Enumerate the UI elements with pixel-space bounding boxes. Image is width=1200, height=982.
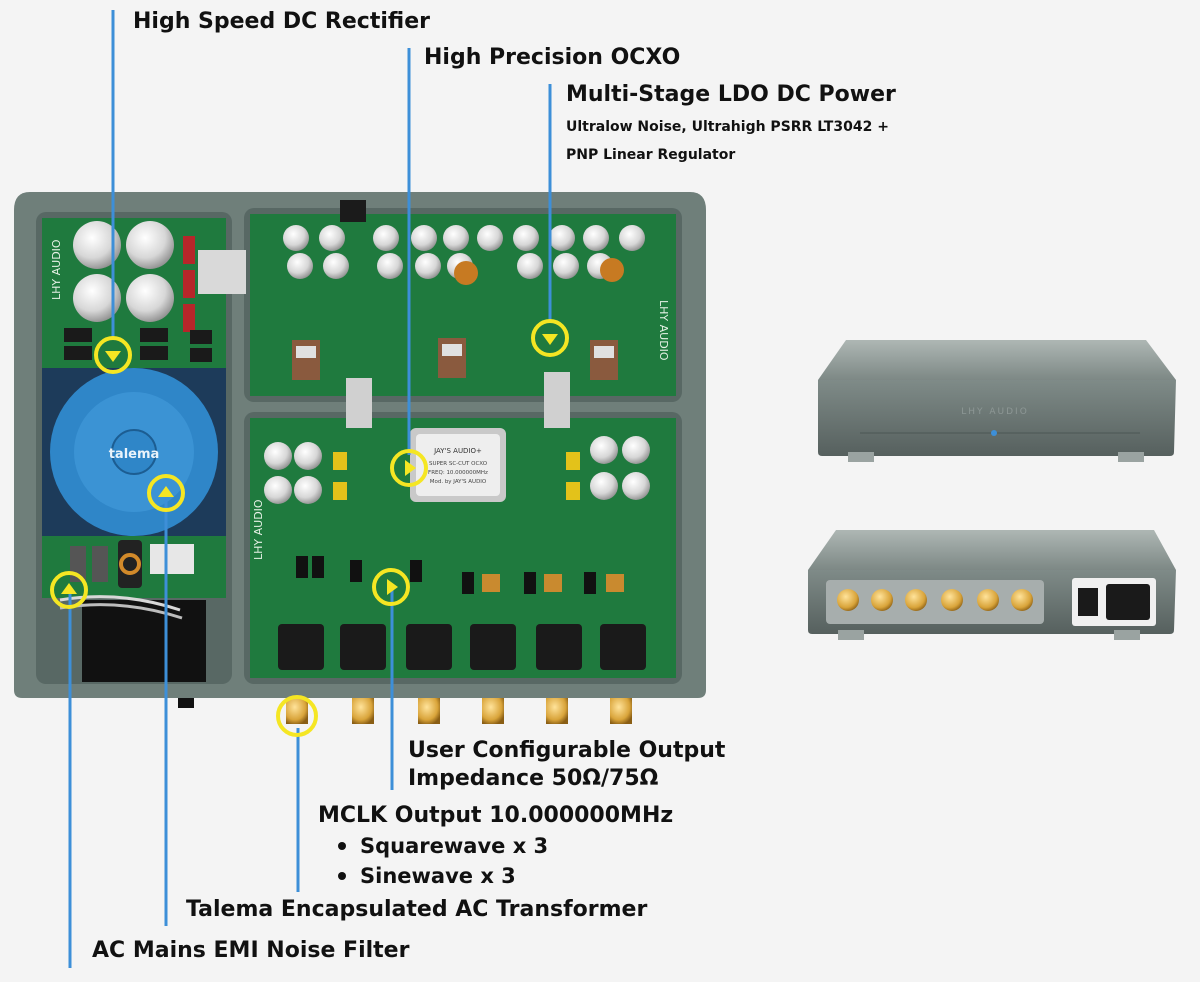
callout-ocxo: High Precision OCXO xyxy=(424,45,681,70)
ldo-capacitor-11 xyxy=(323,253,349,279)
ldo-capacitor-3 xyxy=(411,225,437,251)
ldo-capacitor-7 xyxy=(549,225,575,251)
callout-mclk-title: MCLK Output 10.000000MHz xyxy=(318,803,674,828)
svg-text:JAY'S AUDIO+: JAY'S AUDIO+ xyxy=(433,447,482,455)
ldo-capacitors xyxy=(283,225,645,279)
ldo-capacitor-16 xyxy=(553,253,579,279)
transformer-brand: talema xyxy=(109,447,160,462)
front-logo: LHY AUDIO xyxy=(961,407,1029,417)
marker-ocxo xyxy=(390,449,428,487)
marker-transformer xyxy=(147,474,185,512)
callout-impedance-line2: Impedance 50Ω/75Ω xyxy=(408,766,659,791)
ldo-capacitor-9 xyxy=(619,225,645,251)
output-transformers xyxy=(278,624,646,670)
ldo-capacitor-2 xyxy=(373,225,399,251)
psu-board: LHY AUDIO talema xyxy=(42,218,226,682)
callout-rectifier: High Speed DC Rectifier xyxy=(133,9,430,34)
ldo-capacitor-5 xyxy=(477,225,503,251)
marker-ldo xyxy=(531,319,569,357)
output-chips xyxy=(296,556,596,594)
svg-text:LHY AUDIO: LHY AUDIO xyxy=(252,499,265,560)
mclk-output-list: Squarewave x 3 Sinewave x 3 xyxy=(334,831,548,891)
callout-lines xyxy=(68,10,552,968)
product-rear-view xyxy=(808,530,1176,640)
svg-text:Mod. by JAY'S AUDIO: Mod. by JAY'S AUDIO xyxy=(430,479,487,485)
rectifier-diodes xyxy=(64,328,212,362)
mclk-item-sinewave: Sinewave x 3 xyxy=(334,861,548,891)
marker-bnc xyxy=(276,695,318,737)
callout-transformer: Talema Encapsulated AC Transformer xyxy=(186,897,648,922)
psu-capacitors xyxy=(73,221,174,322)
marker-mclk-output xyxy=(372,568,410,606)
callout-ldo-line1: Ultralow Noise, Ultrahigh PSRR LT3042 + xyxy=(566,119,889,135)
callout-ldo-title: Multi-Stage LDO DC Power xyxy=(566,82,896,107)
ldo-capacitor-0 xyxy=(283,225,309,251)
clock-capacitors xyxy=(264,436,650,504)
ldo-capacitor-12 xyxy=(377,253,403,279)
ldo-capacitor-10 xyxy=(287,253,313,279)
ldo-capacitor-15 xyxy=(517,253,543,279)
rear-bnc-row xyxy=(837,589,1033,611)
bnc-connectors xyxy=(286,698,632,724)
callout-ldo-line2: PNP Linear Regulator xyxy=(566,147,736,163)
ldo-capacitor-8 xyxy=(583,225,609,251)
ocxo-module: JAY'S AUDIO+ SUPER SC-CUT OCXO FREQ: 10.… xyxy=(410,428,506,502)
psu-brand-text: LHY AUDIO xyxy=(50,239,63,300)
svg-text:SUPER SC-CUT OCXO: SUPER SC-CUT OCXO xyxy=(429,461,488,467)
ldo-capacitor-13 xyxy=(415,253,441,279)
marker-rectifier xyxy=(94,336,132,374)
ldo-brand-text: LHY AUDIO xyxy=(657,300,670,361)
callout-impedance-line1: User Configurable Output xyxy=(408,738,726,763)
svg-text:FREQ: 10.000000MHz: FREQ: 10.000000MHz xyxy=(428,470,488,476)
callout-emi: AC Mains EMI Noise Filter xyxy=(92,938,410,963)
mclk-item-squarewave: Squarewave x 3 xyxy=(334,831,548,861)
marker-emi xyxy=(50,571,88,609)
clock-board: JAY'S AUDIO+ SUPER SC-CUT OCXO FREQ: 10.… xyxy=(250,418,676,678)
product-front-view: LHY AUDIO xyxy=(818,340,1176,462)
ldo-board: LHY AUDIO xyxy=(198,200,676,396)
markers xyxy=(50,319,569,737)
ldo-capacitor-6 xyxy=(513,225,539,251)
ldo-capacitor-1 xyxy=(319,225,345,251)
ldo-capacitor-4 xyxy=(443,225,469,251)
board-interconnects xyxy=(346,372,570,428)
